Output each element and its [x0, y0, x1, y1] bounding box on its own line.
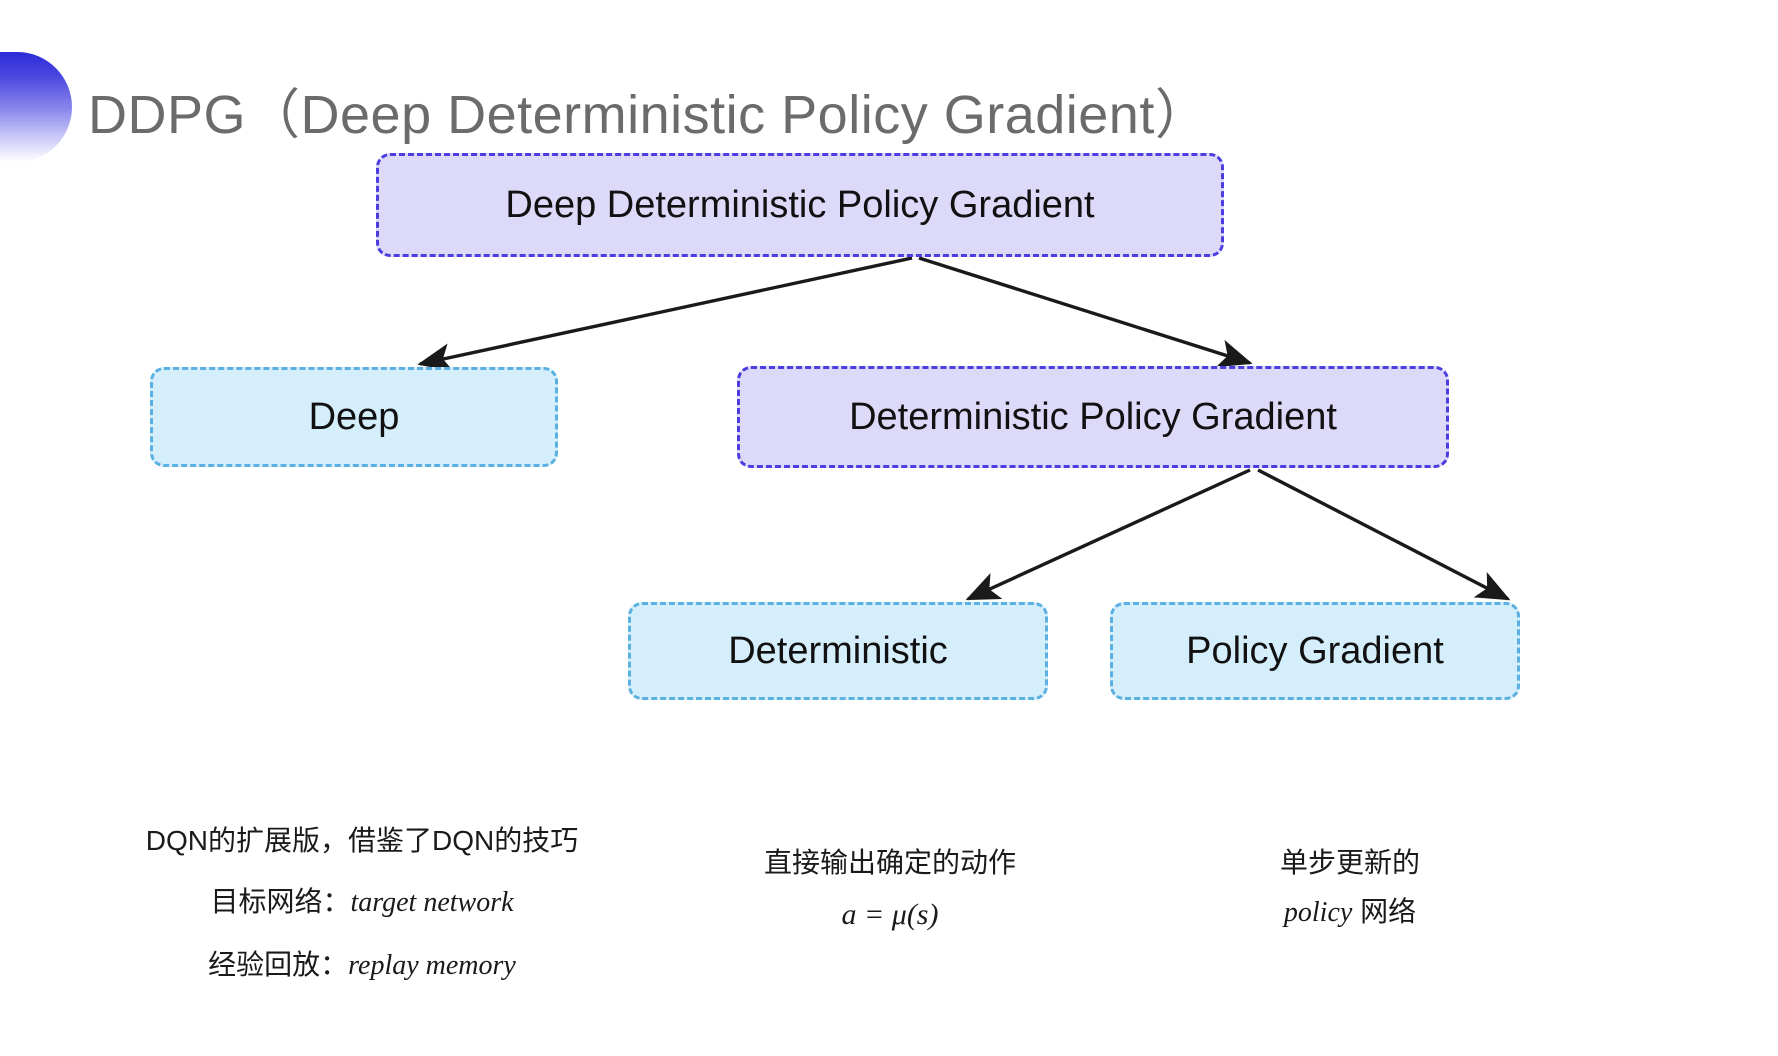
- annotation-deep-line-2-label: 目标网络：: [210, 886, 351, 918]
- annotation-deep-line-3-term: replay memory: [348, 949, 516, 981]
- edge-dpg-to-policy-gradient: [1257, 468, 1511, 601]
- annotation-deterministic: 直接输出确定的动作 a = μ(s): [700, 840, 1080, 940]
- annotation-policy-gradient-line-2: policy 网络: [1185, 889, 1515, 935]
- annotation-deep-line-3-label: 经验回放：: [208, 948, 349, 980]
- annotation-deterministic-line-1: 直接输出确定的动作: [763, 847, 1016, 878]
- title-decoration-half-circle: [0, 52, 72, 162]
- annotation-deep-line-1: DQN的扩展版，借鉴了DQN的技巧: [145, 825, 579, 856]
- annotation-policy-gradient-term: policy: [1283, 897, 1353, 929]
- node-policy-gradient[interactable]: Policy Gradient: [1110, 602, 1520, 700]
- annotation-deep-line-2-term: target network: [350, 887, 514, 919]
- annotation-deep-line-2: 目标网络：target network: [92, 879, 632, 925]
- annotation-policy-gradient: 单步更新的 policy 网络: [1185, 840, 1515, 936]
- annotation-policy-gradient-suffix: 网络: [1352, 896, 1417, 928]
- node-deterministic-policy-gradient[interactable]: Deterministic Policy Gradient: [737, 366, 1449, 468]
- annotation-deep-line-3: 经验回放：replay memory: [92, 942, 632, 988]
- edge-root-to-deep: [417, 256, 913, 372]
- annotation-deep: DQN的扩展版，借鉴了DQN的技巧 目标网络：target network 经验…: [92, 818, 632, 988]
- edge-dpg-to-deterministic: [965, 468, 1251, 601]
- node-deep-deterministic-policy-gradient[interactable]: Deep Deterministic Policy Gradient: [376, 153, 1224, 257]
- annotation-deterministic-formula: a = μ(s): [841, 898, 939, 932]
- page-title: DDPG（Deep Deterministic Policy Gradient）: [88, 85, 1210, 145]
- node-deterministic[interactable]: Deterministic: [628, 602, 1048, 700]
- edge-root-to-dpg: [918, 256, 1253, 368]
- annotation-policy-gradient-line-1: 单步更新的: [1279, 847, 1420, 878]
- node-deep[interactable]: Deep: [150, 367, 558, 467]
